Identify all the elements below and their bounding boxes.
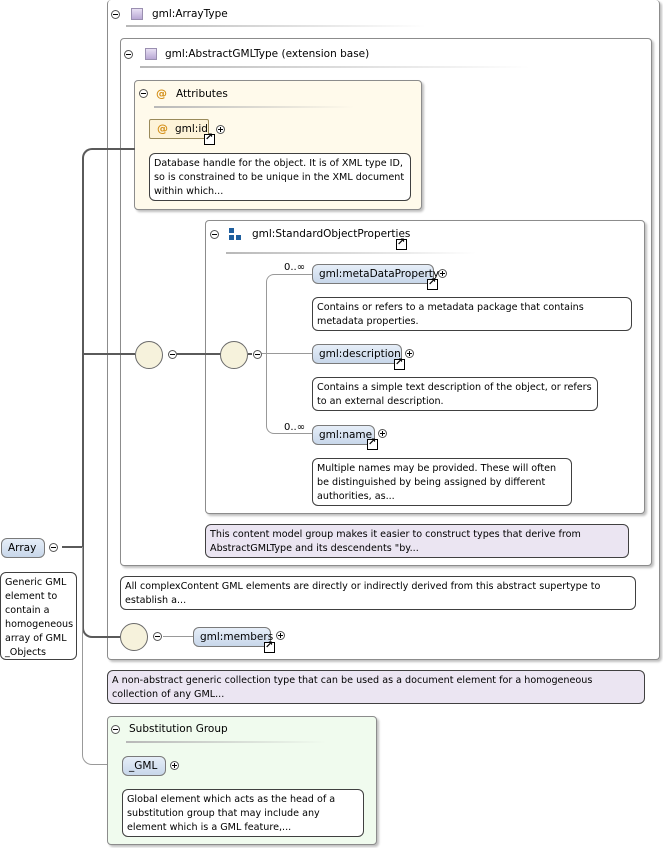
abstract-gml-type-title: gml:AbstractGMLType (extension base) [165,48,370,60]
meta-data-property-doc: Contains or refers to a metadata package… [312,297,632,331]
link-arrow-icon[interactable] [264,640,275,653]
standard-object-properties-doc: This content model group makes it easier… [205,524,629,558]
complex-type-icon [145,48,157,60]
abstract-gml-type-doc: All complexContent GML elements are dire… [120,576,636,610]
expand-icon[interactable] [438,269,447,278]
collapse-icon[interactable] [49,543,58,552]
collapse-icon[interactable] [139,89,148,98]
collapse-icon[interactable] [210,230,219,239]
link-arrow-icon[interactable] [394,357,405,370]
sequence-icon[interactable] [135,341,163,369]
collapse-icon[interactable] [111,725,120,734]
array-root-element[interactable]: Array [1,538,45,558]
sequence-icon[interactable] [220,341,248,369]
group-icon [229,228,242,241]
link-arrow-icon[interactable] [396,237,407,250]
gml-head-element[interactable]: _GML [122,756,166,776]
link-arrow-icon[interactable] [427,277,438,290]
name-doc: Multiple names may be provided. These wi… [312,458,572,506]
array-root-doc: Generic GML element to contain a homogen… [0,572,77,660]
attribute-at-icon: @ [156,87,167,100]
meta-data-property-element[interactable]: gml:metaDataProperty [312,264,439,284]
expand-icon[interactable] [216,125,225,134]
array-type-title: gml:ArrayType [152,8,228,20]
expand-icon[interactable] [276,631,285,640]
members-element[interactable]: gml:members [193,627,273,647]
expand-icon[interactable] [405,349,414,358]
link-arrow-icon[interactable] [204,132,215,145]
attribute-at-icon: @ [157,122,168,135]
collapse-icon[interactable] [124,50,133,59]
name-element[interactable]: gml:name [312,425,375,445]
gml-id-label: gml:id [175,123,208,135]
link-arrow-icon[interactable] [367,437,378,450]
expand-icon[interactable] [378,429,387,438]
description-doc: Contains a simple text description of th… [312,377,598,411]
gml-id-doc: Database handle for the object. It is of… [149,153,411,201]
collapse-icon[interactable] [111,10,120,19]
attributes-title: Attributes [176,88,228,100]
expand-icon[interactable] [170,761,179,770]
collapse-icon[interactable] [253,350,262,359]
complex-type-icon [131,8,143,20]
array-type-doc: A non-abstract generic collection type t… [107,670,645,704]
standard-object-properties-title: gml:StandardObjectProperties [252,228,411,240]
occurrence-label: 0..∞ [284,262,306,273]
substitution-group-title: Substitution Group [129,723,228,735]
collapse-icon[interactable] [153,632,162,641]
gml-id-attribute[interactable] [149,119,209,139]
gml-head-doc: Global element which acts as the head of… [122,789,364,837]
collapse-icon[interactable] [168,350,177,359]
occurrence-label: 0..∞ [284,422,306,433]
description-element[interactable]: gml:description [312,344,402,364]
sequence-icon[interactable] [120,623,148,651]
